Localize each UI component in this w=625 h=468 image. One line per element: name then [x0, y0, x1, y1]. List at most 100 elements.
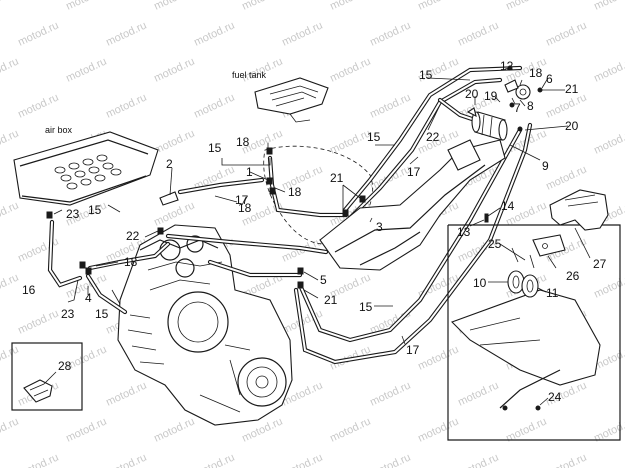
watermark-text: motod.ru: [104, 451, 148, 468]
watermark-text: motod.ru: [544, 451, 588, 468]
fuel-tank-label: fuel tank: [232, 70, 267, 80]
watermark-text: motod.ru: [280, 451, 324, 468]
inset-clip: [11, 342, 83, 411]
callout-28: 28: [58, 359, 72, 373]
callout-3: 3: [376, 220, 383, 234]
watermark-text: motod.ru: [0, 415, 21, 444]
callout-23a: 23: [66, 207, 80, 221]
watermark-text: motod.ru: [64, 55, 108, 84]
watermark-text: motod.ru: [152, 415, 196, 444]
watermark-text: motod.ru: [152, 55, 196, 84]
watermark-text: motod.ru: [504, 0, 548, 13]
callout-21b: 21: [324, 293, 338, 307]
callout-15b: 15: [88, 203, 102, 217]
callout-18e: 18: [529, 66, 543, 80]
canister-bracket: [319, 139, 506, 271]
leader-lines: [43, 67, 591, 406]
watermark-text: motod.ru: [192, 451, 236, 468]
watermark-text: motod.ru: [280, 19, 324, 48]
callout-20b: 20: [565, 119, 579, 133]
air-box: [13, 131, 159, 206]
callout-21a: 21: [330, 171, 344, 185]
callout-15a: 15: [208, 141, 222, 155]
watermark-text: motod.ru: [152, 127, 196, 156]
callout-21c: 21: [565, 82, 579, 96]
callout-10: 10: [473, 276, 487, 290]
watermark-text: motod.ru: [328, 415, 372, 444]
callout-2: 2: [166, 157, 173, 171]
callout-9: 9: [542, 159, 549, 173]
callout-19: 19: [484, 89, 498, 103]
callout-14: 14: [501, 199, 515, 213]
callout-15d: 15: [359, 300, 373, 314]
callout-26: 26: [566, 269, 580, 283]
watermark-text: motod.ru: [368, 91, 412, 120]
watermark-text: motod.ru: [456, 379, 500, 408]
callout-17b: 17: [407, 165, 421, 179]
callout-12: 12: [500, 59, 514, 73]
callout-25: 25: [488, 237, 502, 251]
watermark-text: motod.ru: [592, 0, 625, 13]
watermark-text: motod.ru: [368, 379, 412, 408]
callout-23b: 23: [61, 307, 75, 321]
watermark-text: motod.ru: [104, 91, 148, 120]
callout-13: 13: [457, 225, 471, 239]
fuel-filter: [471, 111, 508, 141]
callout-6: 6: [546, 72, 553, 86]
callout-1: 1: [246, 165, 253, 179]
watermark-text: motod.ru: [280, 163, 324, 192]
watermark-text: motod.ru: [328, 55, 372, 84]
callout-7: 7: [514, 101, 521, 115]
watermark-text: motod.ru: [368, 19, 412, 48]
callout-16: 16: [22, 283, 36, 297]
callout-22a: 22: [126, 229, 140, 243]
callout-15c: 15: [95, 307, 109, 321]
watermark-text: motod.ru: [16, 307, 60, 336]
callout-18b: 18: [288, 185, 302, 199]
callout-18d: 18: [124, 255, 138, 269]
callout-24: 24: [548, 390, 562, 404]
callout-5: 5: [320, 273, 327, 287]
watermark-text: motod.ru: [456, 19, 500, 48]
callout-20a: 20: [465, 87, 479, 101]
watermark-text: motod.ru: [64, 415, 108, 444]
watermark-text: motod.ru: [0, 271, 21, 300]
watermark-text: motod.ru: [0, 199, 21, 228]
watermark-text: motod.ru: [544, 19, 588, 48]
watermark-text: motod.ru: [192, 91, 236, 120]
watermark-text: motod.ru: [592, 55, 625, 84]
watermark-text: motod.ru: [456, 451, 500, 468]
watermark-text: motod.ru: [16, 19, 60, 48]
watermark-text: motod.ru: [104, 379, 148, 408]
callout-15e: 15: [367, 130, 381, 144]
watermark-text: motod.ru: [416, 343, 460, 372]
callouts: 1 2 3 4 5 6 7 8 9 10 11 12 13 14 15 15 1…: [22, 59, 607, 404]
fuel-tank: [254, 77, 374, 245]
watermark-text: motod.ru: [328, 0, 372, 13]
watermark-text: motod.ru: [592, 127, 625, 156]
callout-18a: 18: [236, 135, 250, 149]
watermark-text: motod.ru: [16, 235, 60, 264]
watermark-text: motod.ru: [0, 343, 21, 372]
callout-4: 4: [85, 291, 92, 305]
inset-right: [447, 189, 621, 441]
watermark-text: motod.ru: [0, 127, 21, 156]
callout-11: 11: [546, 286, 559, 300]
watermark-text: motod.ru: [16, 91, 60, 120]
watermark-text: motod.ru: [240, 0, 284, 13]
watermark-text: motod.ru: [104, 19, 148, 48]
hoses: [47, 65, 533, 365]
watermark-text: motod.ru: [152, 199, 196, 228]
watermark-text: motod.ru: [152, 0, 196, 13]
engine: [117, 224, 293, 426]
watermark-text: motod.ru: [0, 55, 21, 84]
watermark-text: motod.ru: [368, 451, 412, 468]
callout-17a: 17: [235, 193, 249, 207]
watermark-text: motod.ru: [192, 19, 236, 48]
watermark-text: motod.ru: [0, 0, 21, 13]
air-box-label: air box: [45, 125, 73, 135]
watermark-text: motod.ru: [416, 0, 460, 13]
watermark-text: motod.ru: [544, 163, 588, 192]
